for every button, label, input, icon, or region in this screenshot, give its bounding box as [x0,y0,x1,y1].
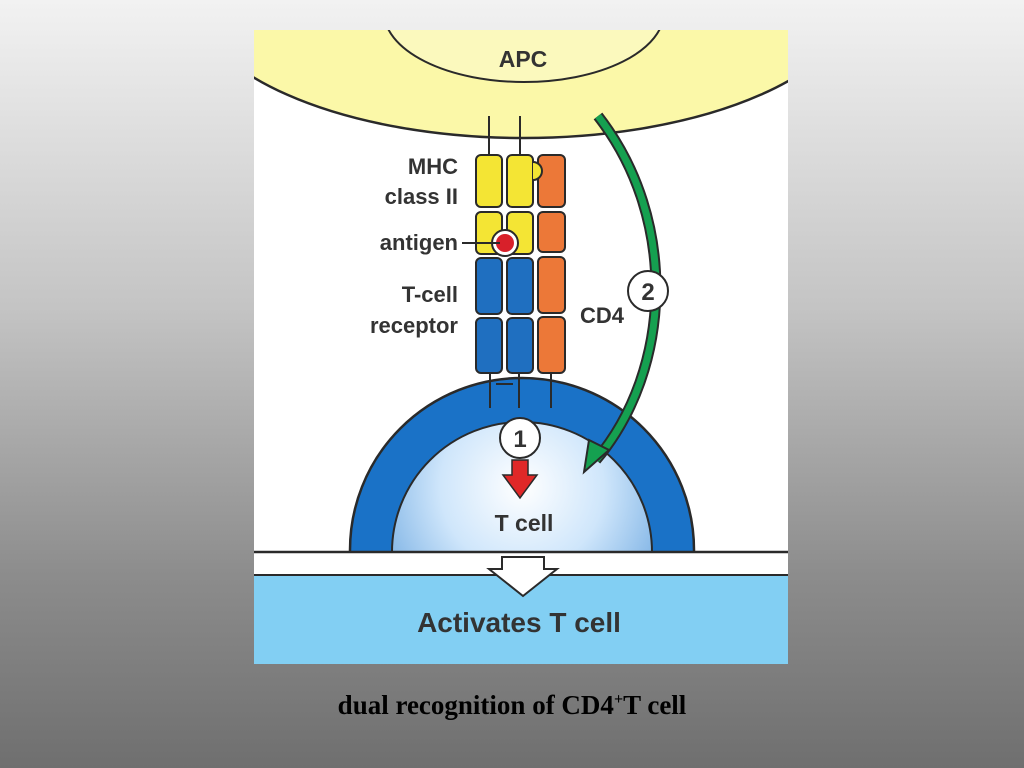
caption: dual recognition of CD4+T cell [0,690,1024,721]
caption-superscript: + [613,691,624,708]
t-cell-label: T cell [495,510,554,536]
step-2-number: 2 [641,279,654,306]
mhc-label-line1: MHC [408,154,458,179]
antigen-peptide [462,229,519,257]
cd4-label: CD4 [580,303,625,328]
apc-cell: APC [254,30,788,140]
diagram-figure: APC T cell [254,30,788,664]
apc-label: APC [499,46,548,72]
step-2-marker: 2 [627,270,669,312]
result-label: Activates T cell [417,607,621,638]
step-1-marker: 1 [499,417,541,459]
membrane-tails [488,116,552,408]
antigen-label: antigen [380,230,458,255]
result-arrow [486,556,560,598]
apc-membrane [254,30,788,140]
apc-nucleus [387,30,661,83]
cd4-molecule [532,154,566,374]
t-cell-receptor [475,257,534,374]
caption-text-end: T cell [623,690,687,720]
caption-text-main: dual recognition of CD4 [337,690,614,720]
step-1-arrow [501,459,539,500]
tcr-label-line1: T-cell [402,282,458,307]
diagram-svg: APC T cell [254,30,788,664]
step-1-number: 1 [513,426,526,453]
mhc-label-line2: class II [385,184,458,209]
tcr-label-line2: receptor [370,313,458,338]
arrowhead-2 [582,438,611,475]
